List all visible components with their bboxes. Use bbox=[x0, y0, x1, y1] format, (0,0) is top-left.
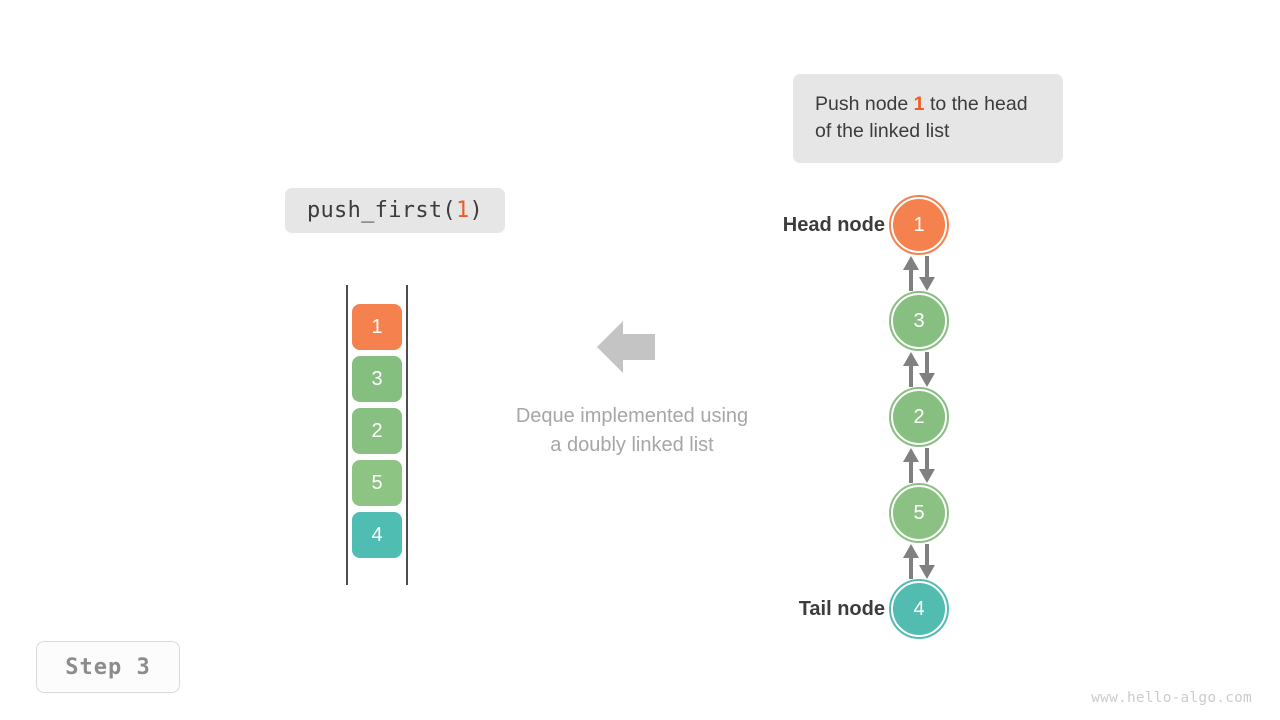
next-pointer-arrow-icon bbox=[919, 544, 935, 579]
deque-box-list: 1 3 2 5 4 bbox=[352, 304, 402, 564]
deque-box: 5 bbox=[352, 460, 402, 506]
linked-list-node: 1 bbox=[889, 195, 949, 255]
step-badge: Step 3 bbox=[36, 641, 180, 693]
prev-pointer-arrow-icon bbox=[903, 256, 919, 291]
tail-node-label: Tail node bbox=[798, 598, 885, 620]
node-link-arrow-pair bbox=[889, 256, 949, 291]
deque-rail-left bbox=[346, 285, 348, 585]
deque-box: 1 bbox=[352, 304, 402, 350]
prev-pointer-arrow-icon bbox=[903, 352, 919, 387]
linked-list-node: 2 bbox=[889, 387, 949, 447]
node-link-arrow-pair bbox=[889, 352, 949, 387]
callout-text-after: to the head of the linked list bbox=[815, 93, 1028, 142]
linked-list-node-value: 5 bbox=[891, 485, 947, 541]
head-node-label: Head node bbox=[782, 214, 885, 236]
linked-list-node-value: 3 bbox=[891, 293, 947, 349]
linked-list-node-value: 2 bbox=[891, 389, 947, 445]
deque-box: 2 bbox=[352, 408, 402, 454]
caption-line-2: a doubly linked list bbox=[550, 434, 714, 457]
deque-rail-right bbox=[406, 285, 408, 585]
operation-code-label: push_first(1) bbox=[285, 188, 505, 233]
code-suffix: ) bbox=[469, 198, 484, 223]
deque-box: 4 bbox=[352, 512, 402, 558]
code-argument: 1 bbox=[455, 198, 470, 223]
info-callout: Push node 1 to the head of the linked li… bbox=[793, 74, 1063, 163]
linked-list-node-value: 4 bbox=[891, 581, 947, 637]
callout-text-before: Push node bbox=[815, 93, 914, 115]
node-link-arrow-pair bbox=[889, 448, 949, 483]
next-pointer-arrow-icon bbox=[919, 352, 935, 387]
linked-list-node: 3 bbox=[889, 291, 949, 351]
caption-line-1: Deque implemented using bbox=[515, 405, 749, 427]
node-link-arrow-pair bbox=[889, 544, 949, 579]
next-pointer-arrow-icon bbox=[919, 256, 935, 291]
diagram-caption: Deque implemented using a doubly linked … bbox=[452, 402, 812, 460]
deque-stack: 1 3 2 5 4 bbox=[346, 285, 408, 585]
left-arrow-icon bbox=[597, 321, 655, 373]
linked-list-node: 4 bbox=[889, 579, 949, 639]
linked-list-node: 5 bbox=[889, 483, 949, 543]
code-prefix: push_first( bbox=[306, 198, 456, 223]
linked-list-node-value: 1 bbox=[891, 197, 947, 253]
callout-highlight-value: 1 bbox=[913, 93, 925, 115]
prev-pointer-arrow-icon bbox=[903, 448, 919, 483]
deque-box: 3 bbox=[352, 356, 402, 402]
site-watermark: www.hello-algo.com bbox=[1091, 690, 1252, 706]
prev-pointer-arrow-icon bbox=[903, 544, 919, 579]
next-pointer-arrow-icon bbox=[919, 448, 935, 483]
